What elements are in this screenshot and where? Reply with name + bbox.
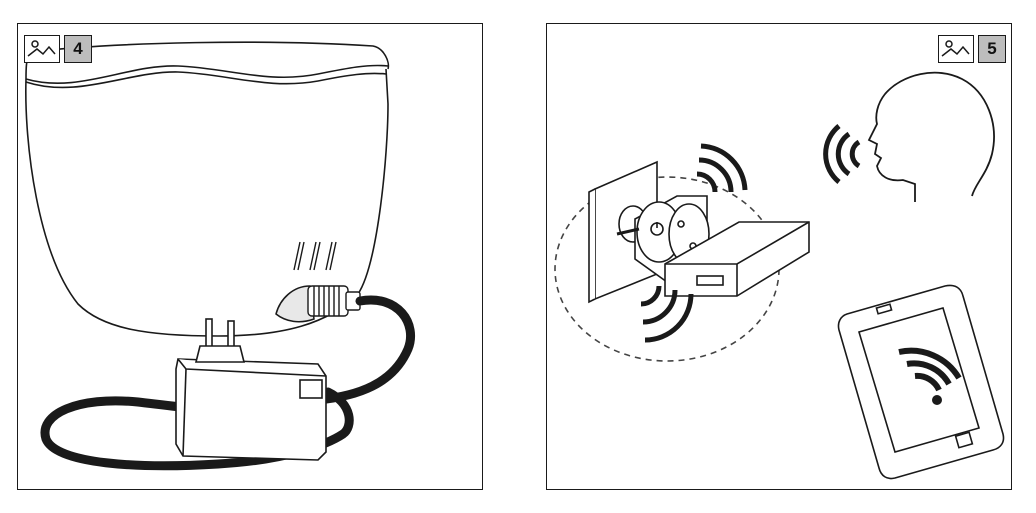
voice-and-app-control-illustration bbox=[554, 71, 1005, 480]
image-icon bbox=[24, 35, 60, 63]
plug-wifi-waves-icon bbox=[640, 285, 694, 343]
person-head-icon bbox=[867, 71, 995, 202]
step-4-panel: 4 bbox=[17, 23, 483, 490]
plug-wifi-waves-icon bbox=[696, 143, 748, 193]
diffuser-device bbox=[25, 41, 390, 337]
smartphone bbox=[837, 284, 1005, 480]
device-box bbox=[664, 221, 810, 297]
step-5-badge: 5 bbox=[938, 35, 1006, 65]
image-icon bbox=[938, 35, 974, 63]
dc-plug bbox=[307, 285, 361, 317]
power-adapter bbox=[175, 318, 327, 461]
step-number: 5 bbox=[978, 35, 1006, 63]
wifi-icon bbox=[898, 347, 962, 392]
step-5-panel: 5 bbox=[546, 23, 1012, 490]
wifi-dot bbox=[932, 395, 942, 405]
diffuser-with-adapter-illustration bbox=[25, 41, 416, 471]
step-number: 4 bbox=[64, 35, 92, 63]
voice-waves-icon bbox=[823, 124, 861, 184]
step-4-badge: 4 bbox=[24, 35, 92, 65]
